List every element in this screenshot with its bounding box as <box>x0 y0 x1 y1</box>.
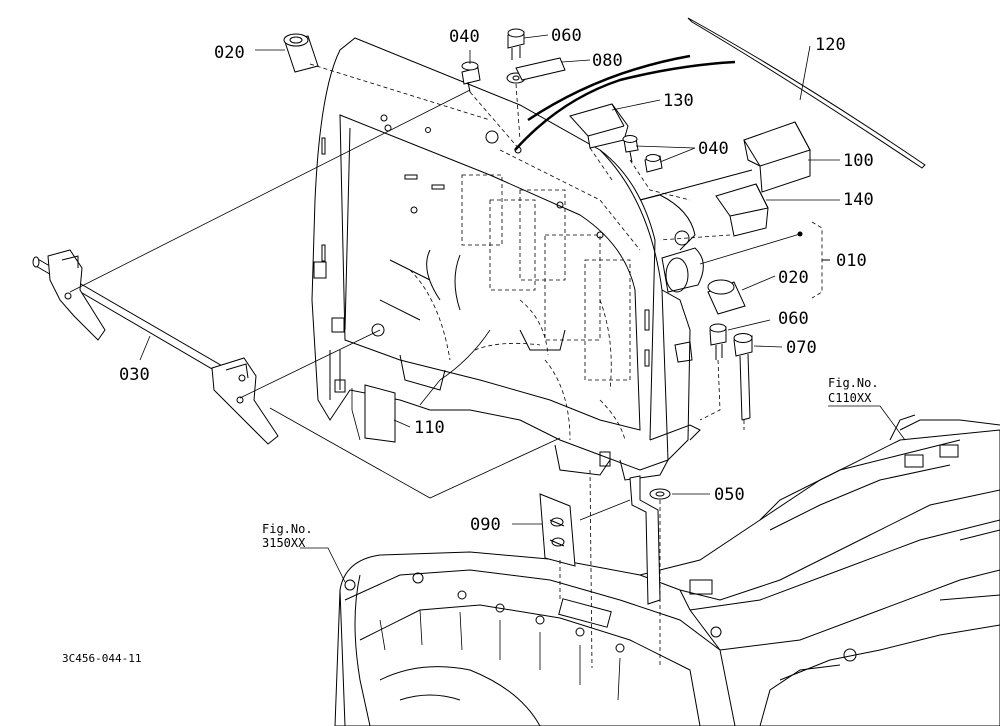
fig-ref-left-label: Fig.No. <box>262 522 313 536</box>
part-label-020-top: 020 <box>214 43 245 63</box>
diagram-code: 3C456-044-11 <box>62 652 141 665</box>
part-label-060-top: 060 <box>551 26 582 46</box>
plate-080 <box>515 57 566 81</box>
shaft-030 <box>32 249 279 445</box>
part-label-120: 120 <box>815 35 846 55</box>
strip-120 <box>687 17 926 169</box>
part-label-110: 110 <box>414 418 445 438</box>
part-label-010: 010 <box>836 251 867 271</box>
fig-ref-left-code: 3150XX <box>262 536 306 550</box>
part-label-040-right: 040 <box>698 139 729 159</box>
part-label-100: 100 <box>843 151 874 171</box>
bracket-010 <box>811 221 823 299</box>
main-panel <box>311 37 704 481</box>
cable-segment <box>527 54 691 122</box>
fig-ref-right-code: C110XX <box>828 391 872 405</box>
part-label-020-right: 020 <box>778 268 809 288</box>
label-110 <box>364 384 396 443</box>
washer-050 <box>649 488 671 500</box>
fig-ref-right-label: Fig.No. <box>828 376 879 390</box>
part-label-080: 080 <box>592 51 623 71</box>
cover-100 <box>743 121 811 193</box>
part-label-060-right: 060 <box>778 309 809 329</box>
part-label-040-top: 040 <box>449 27 480 47</box>
bolt-060-right <box>709 323 727 360</box>
bushing-020-top <box>283 33 319 73</box>
bolt-070 <box>733 333 753 421</box>
part-label-050: 050 <box>714 485 745 505</box>
bolt-040-top <box>461 61 481 93</box>
centerlines <box>309 63 745 669</box>
part-label-140: 140 <box>843 190 874 210</box>
leader-lines <box>139 34 906 583</box>
cover-140 <box>715 183 769 237</box>
part-label-030: 030 <box>119 365 150 385</box>
cable <box>514 60 736 151</box>
channel-130 <box>569 103 629 149</box>
construction-lines <box>69 89 631 521</box>
bolts-040-right <box>622 135 663 173</box>
plate-090 <box>539 493 576 567</box>
bushing-020-right <box>707 279 746 315</box>
part-label-090: 090 <box>470 515 501 535</box>
transmission-case <box>334 414 1000 726</box>
rod-line <box>639 169 753 201</box>
part-label-130: 130 <box>663 91 694 111</box>
part-label-070: 070 <box>786 338 817 358</box>
